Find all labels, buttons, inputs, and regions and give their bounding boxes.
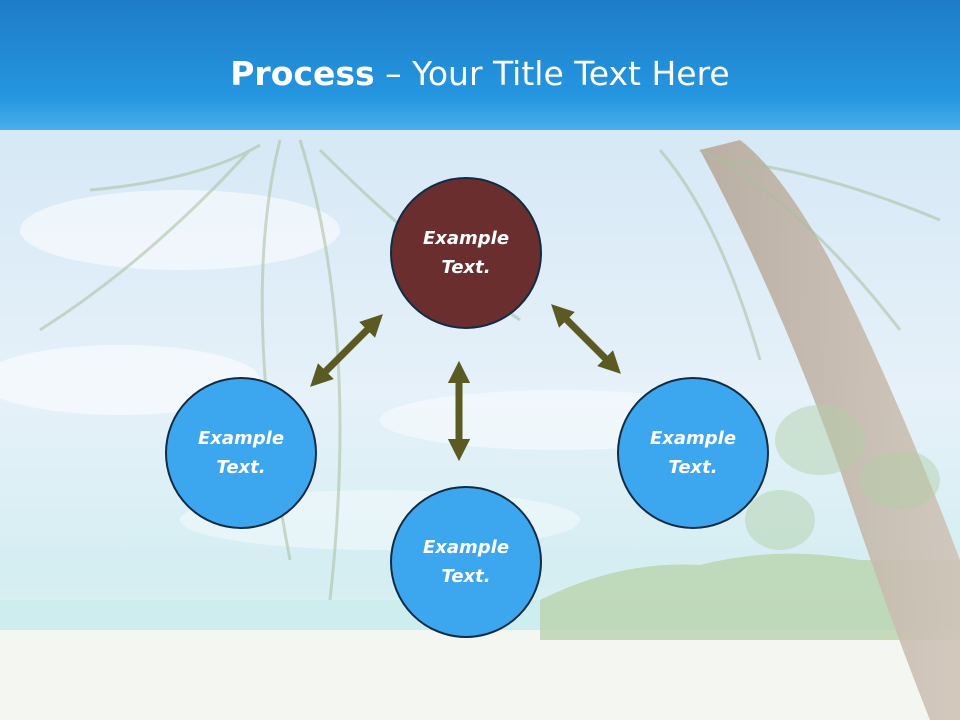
arrow-top-right: [551, 304, 621, 374]
node-right-label: Example Text.: [649, 428, 737, 478]
node-top-label: Example Text.: [422, 228, 510, 278]
node-left-label: Example Text.: [197, 428, 285, 478]
arrow-top-left: [310, 314, 383, 387]
process-node-right: Example Text.: [617, 377, 769, 529]
title-rest-part: – Your Title Text Here: [374, 54, 730, 93]
process-node-bottom: Example Text.: [390, 486, 542, 638]
process-node-top: Example Text.: [390, 177, 542, 329]
node-bottom-label: Example Text.: [422, 537, 510, 587]
slide-title: Process – Your Title Text Here: [0, 52, 960, 96]
process-node-left: Example Text.: [165, 377, 317, 529]
title-bar: [0, 0, 960, 130]
title-bold-part: Process: [230, 54, 375, 93]
